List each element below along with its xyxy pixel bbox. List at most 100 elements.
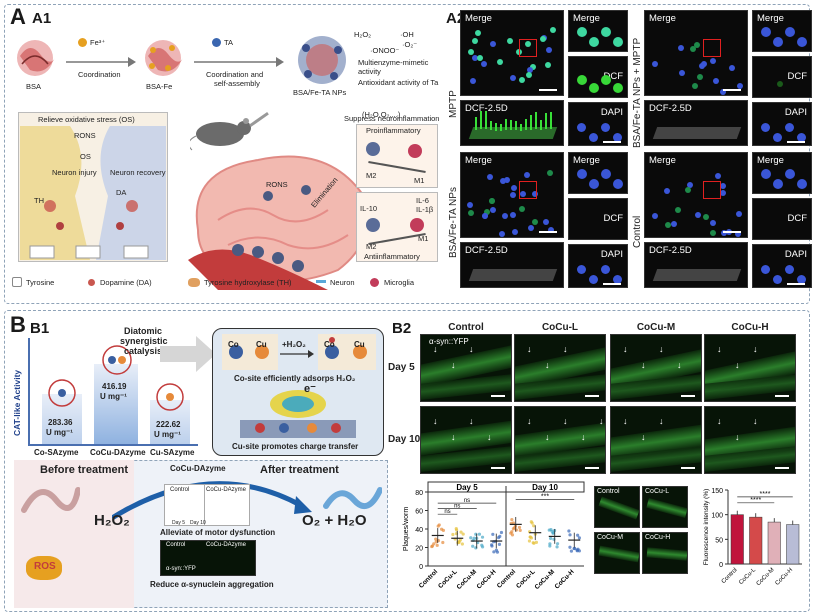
cell-nucleus — [686, 181, 693, 188]
data-point — [457, 539, 461, 544]
sig-label: **** — [760, 491, 771, 498]
cat-y-label: CAT-like Activity — [12, 369, 22, 436]
neuron-recovery-label: Neuron recovery — [110, 168, 166, 177]
microglia-icon — [370, 278, 379, 287]
syn-inset-label: α-syn::YFP — [166, 566, 196, 572]
worm-image-day10-control: ↓↓↓↓ — [420, 406, 512, 474]
dcf25-image-bsa-mptp: DCF-2.5D — [644, 100, 748, 146]
cell-nucleus — [546, 47, 553, 54]
y-tick-label: 60 — [415, 509, 423, 516]
co-cu-site-before — [222, 334, 278, 370]
dapi-image-bsa-mptp: DAPI — [752, 102, 812, 146]
data-point — [459, 530, 463, 534]
cell-nucleus — [506, 37, 513, 44]
alleviate-label: Alleviate of motor dysfunction — [160, 528, 276, 537]
arrow-fe — [66, 57, 136, 67]
panel-b1-letter: B1 — [30, 320, 50, 337]
cell-nucleus — [540, 36, 547, 43]
data-point — [490, 543, 494, 547]
bar-control — [730, 514, 744, 565]
group-label-control: Control — [632, 215, 643, 248]
ros-h2o2: H₂O₂ — [354, 30, 372, 39]
dcf25-spike — [490, 121, 492, 131]
scale-bar — [723, 231, 741, 233]
plaque-arrow-icon: ↓ — [599, 416, 604, 426]
cell-nucleus — [714, 172, 721, 179]
scale-bar — [681, 467, 695, 469]
cell-nucleus — [665, 222, 672, 229]
dcf25-spike — [540, 120, 542, 131]
merge-zoom-label: Merge — [573, 13, 600, 24]
cell-nucleus — [729, 64, 736, 71]
y-tick-label: 20 — [415, 546, 423, 553]
scale-bar — [775, 395, 789, 397]
mouse-illustration — [190, 118, 251, 151]
cell-nucleus — [695, 212, 702, 219]
products-big: O₂ + H₂O — [302, 512, 367, 529]
neuron-injury-label: Neuron injury — [52, 168, 97, 177]
bsa-fe-illustration — [145, 40, 183, 76]
plaque-arrow-icon: ↓ — [545, 432, 550, 442]
worm-body — [598, 545, 639, 563]
cu-label-2: Cu — [354, 340, 365, 349]
rons-brain-label: RONS — [266, 180, 288, 189]
il1b-label: IL-1β — [416, 205, 434, 214]
scale-bar — [723, 89, 741, 91]
syn-inset-control: Control — [166, 542, 186, 548]
data-point — [568, 545, 572, 549]
brain-illustration — [188, 155, 369, 290]
data-point — [572, 546, 576, 551]
cell-nucleus — [691, 82, 698, 89]
cell-nucleus — [589, 179, 599, 189]
cell-nucleus — [483, 209, 490, 216]
data-point — [441, 540, 445, 545]
data-point — [432, 542, 436, 546]
merge-zoom-bsa-mptp: Merge — [752, 10, 812, 52]
data-point — [555, 545, 559, 549]
worm-image-day5-cocu-l: ↓↓↓ — [514, 334, 606, 402]
dcf25-spike — [530, 114, 532, 130]
arrow-ta — [194, 57, 284, 67]
worm-after-illustration — [323, 487, 382, 510]
th-enzyme-icon — [188, 278, 200, 287]
dcf-label: DCF — [787, 71, 807, 82]
cell-nucleus — [710, 229, 717, 236]
ta-label: TA — [224, 38, 234, 47]
dcf-label: DCF — [603, 71, 623, 82]
plaque-arrow-icon: ↓ — [451, 360, 456, 370]
y-tick-label: 100 — [711, 513, 723, 520]
cell-nucleus — [601, 265, 610, 274]
legend-neuron: Neuron — [330, 278, 355, 287]
cell-nucleus — [481, 61, 488, 68]
cell-nucleus — [797, 179, 807, 189]
cell-nucleus — [685, 187, 692, 194]
plaque-arrow-icon: ↓ — [641, 432, 646, 442]
worm-before-illustration — [21, 487, 80, 513]
il6-label: IL-6 — [416, 196, 429, 205]
cell-nucleus — [527, 224, 534, 231]
cell-nucleus — [550, 27, 557, 34]
data-point — [436, 524, 440, 528]
b2-row-day5: Day 5 — [388, 362, 415, 373]
cell-nucleus — [589, 275, 598, 284]
panel-b2-letter: B2 — [392, 320, 412, 337]
cu-sazyme-structure — [156, 383, 184, 411]
data-point — [469, 536, 473, 540]
self-assembly-label: self-assembly — [214, 79, 260, 88]
cell-nucleus — [467, 210, 474, 217]
plaque-arrow-icon: ↓ — [563, 416, 568, 426]
cell-nucleus — [518, 76, 525, 83]
scale-bar — [787, 141, 805, 143]
plaque-arrow-icon: ↓ — [641, 360, 646, 370]
bsa-label: BSA — [26, 82, 42, 91]
antioxidant-label: Antioxidant activity of Ta — [358, 78, 439, 87]
cat-label-cu: Cu-SAzyme — [150, 448, 195, 457]
dcf-signal — [577, 75, 587, 85]
data-point — [529, 520, 533, 524]
cell-nucleus — [503, 177, 510, 184]
rons-label: RONS — [74, 131, 96, 140]
data-point — [511, 521, 516, 525]
merge-label: Merge — [649, 155, 676, 166]
